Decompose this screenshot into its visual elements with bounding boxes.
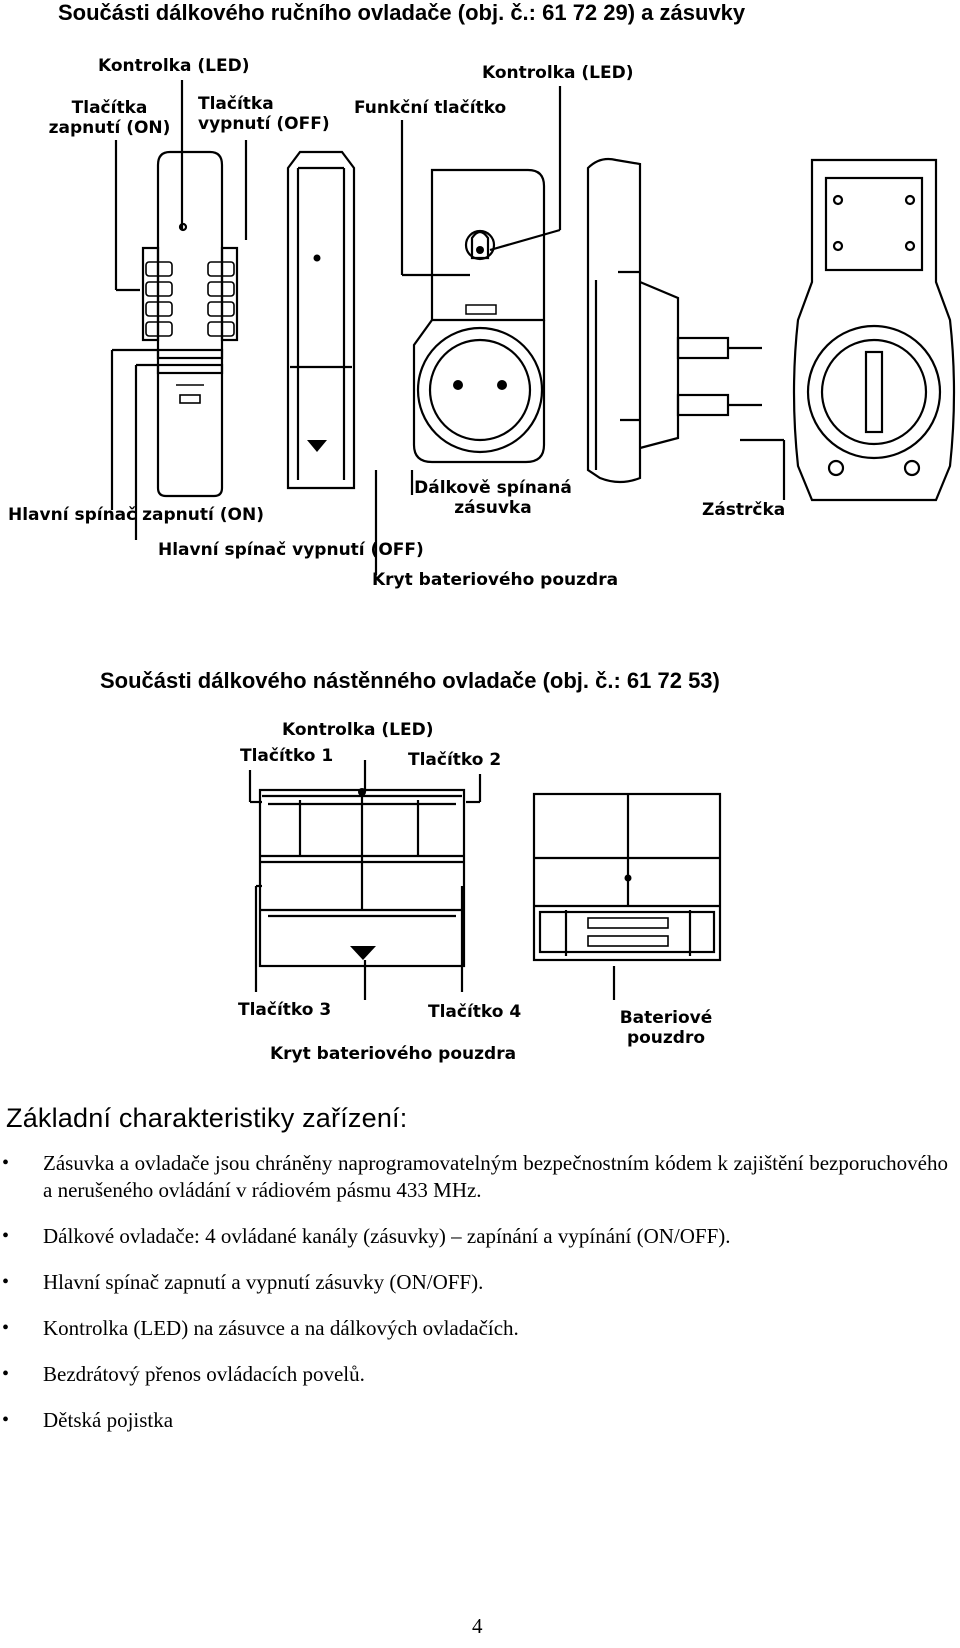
label-master-on: Hlavní spínač zapnutí (ON) xyxy=(8,505,264,525)
page-number: 4 xyxy=(472,1614,483,1638)
features-list: •Zásuvka a ovladače jsou chráněny naprog… xyxy=(0,1150,948,1453)
label-master-off: Hlavní spínač vypnutí (OFF) xyxy=(158,540,424,560)
wall-battery-arrow-icon xyxy=(350,946,376,960)
label-button4: Tlačítko 4 xyxy=(428,1002,522,1022)
label-button3: Tlačítko 3 xyxy=(238,1000,332,1020)
label-function-button: Funkční tlačítko xyxy=(354,98,507,118)
section1-title: Součásti dálkového ručního ovladače (obj… xyxy=(58,0,746,25)
list-item: •Bezdrátový přenos ovládacích povelů. xyxy=(2,1362,365,1386)
label-wall-led: Kontrolka (LED) xyxy=(282,720,434,740)
label-on-buttons: Tlačítka zapnutí (ON) xyxy=(48,98,171,138)
list-item: •Dětská pojistka xyxy=(2,1408,174,1432)
list-item: •Kontrolka (LED) na zásuvce a na dálkový… xyxy=(2,1316,519,1340)
list-item: •Dálkové ovladače: 4 ovládané kanály (zá… xyxy=(2,1224,731,1248)
features-title: Základní charakteristiky zařízení: xyxy=(6,1103,408,1133)
label-led-socket: Kontrolka (LED) xyxy=(482,63,634,83)
label-battery-cover-1: Kryt bateriového pouzdra xyxy=(372,570,619,590)
label-remote-socket: Dálkově spínaná zásuvka xyxy=(414,478,572,518)
label-button1: Tlačítko 1 xyxy=(240,746,334,766)
bullet-icon: • xyxy=(2,1409,10,1431)
section2-title: Součásti dálkového nástěnného ovladače (… xyxy=(100,668,720,693)
bullet-icon: • xyxy=(2,1152,10,1174)
remote-led-icon xyxy=(313,254,321,262)
label-battery-compartment: Bateriové pouzdro xyxy=(619,1008,713,1048)
bullet-icon: • xyxy=(2,1225,10,1247)
wall-remote-diagram xyxy=(248,760,722,1000)
bullet-icon: • xyxy=(2,1317,10,1339)
label-button2: Tlačítko 2 xyxy=(408,750,502,770)
label-plug: Zástrčka xyxy=(702,500,786,520)
bullet-icon: • xyxy=(2,1271,10,1293)
battery-arrow-icon xyxy=(307,440,327,452)
label-battery-cover-2: Kryt bateriového pouzdra xyxy=(270,1044,517,1064)
label-led-remote: Kontrolka (LED) xyxy=(98,56,250,76)
list-item: •Hlavní spínač zapnutí a vypnutí zásuvky… xyxy=(2,1270,484,1294)
label-off-buttons: Tlačítka vypnutí (OFF) xyxy=(198,94,330,134)
wall-led-icon xyxy=(358,788,366,796)
list-item: •Zásuvka a ovladače jsou chráněny naprog… xyxy=(2,1151,948,1202)
bullet-icon: • xyxy=(2,1363,10,1385)
remote-and-socket-diagram xyxy=(110,80,956,575)
